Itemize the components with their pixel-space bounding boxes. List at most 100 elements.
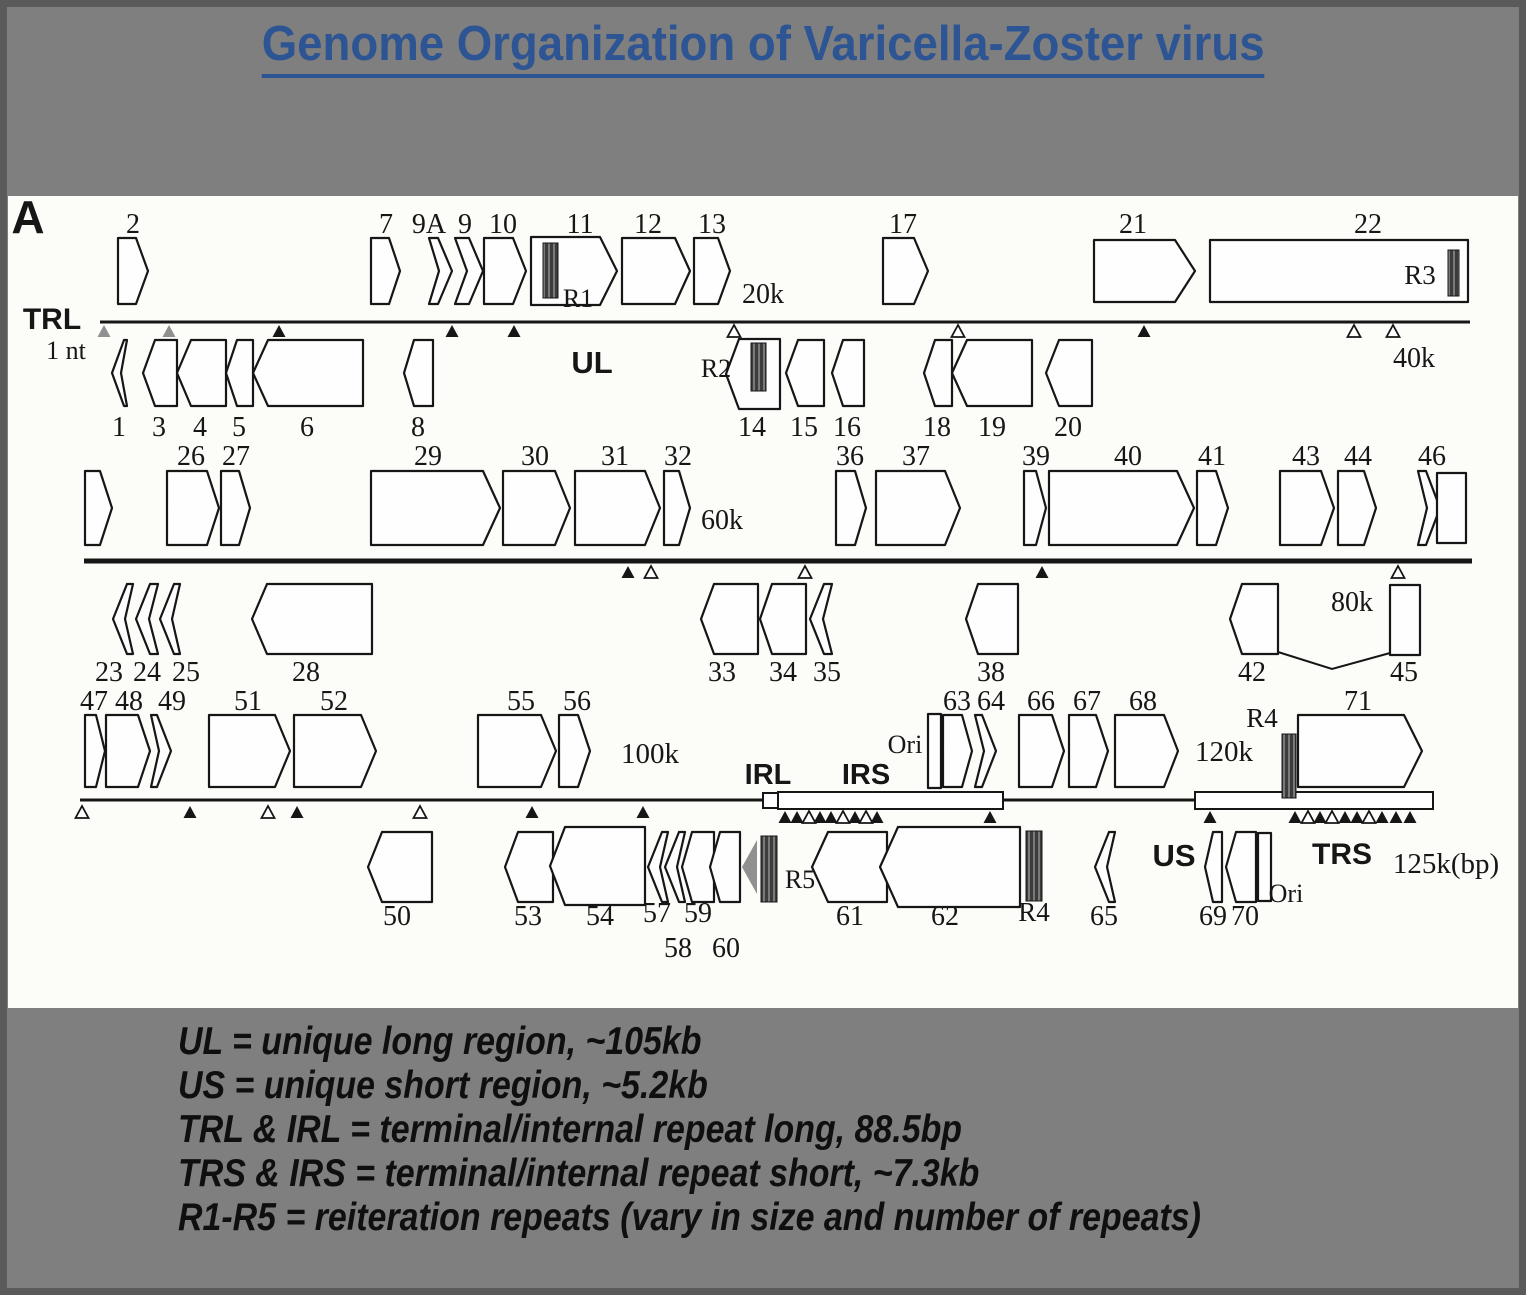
repeat-region-boxes — [762, 791, 1434, 810]
map-marker-triangle — [1323, 809, 1341, 824]
diagram-label: R4 — [1018, 897, 1050, 927]
map-marker-triangle — [73, 804, 91, 819]
gene-63 — [941, 713, 974, 789]
gene-3 — [141, 338, 179, 408]
gene-10 — [482, 236, 528, 306]
repeat-bar-R1 — [542, 242, 559, 299]
map-marker-triangle — [800, 809, 818, 824]
gene-49 — [149, 713, 173, 789]
diagram-label: UL — [571, 345, 612, 380]
diagram-label: 68 — [1129, 686, 1157, 717]
gene-64 — [973, 713, 998, 789]
diagram-label: 71 — [1344, 686, 1372, 717]
gene-70 — [1224, 830, 1258, 904]
map-marker-triangle — [162, 325, 176, 337]
diagram-label: 9 — [458, 209, 472, 240]
diagram-label: 70 — [1231, 901, 1259, 932]
diagram-label: Ori — [1269, 879, 1304, 908]
diagram-label: 39 — [1022, 441, 1050, 472]
diagram-label: TRL — [23, 303, 81, 336]
map-marker-triangle — [857, 809, 875, 824]
diagram-label: 53 — [514, 901, 542, 932]
map-marker-triangle — [725, 323, 743, 338]
diagram-label: US — [1152, 838, 1195, 873]
diagram-label: 12 — [634, 209, 662, 240]
diagram-label: 43 — [1292, 441, 1320, 472]
gene-56 — [557, 713, 592, 789]
gene-42 — [1228, 582, 1280, 656]
gene-62 — [878, 825, 1022, 909]
gene-25 — [158, 582, 182, 656]
map-marker-triangle — [621, 566, 635, 578]
diagram-label: 55 — [507, 686, 535, 717]
repeat-bar-R4 — [1281, 733, 1297, 799]
diagram-label: 54 — [586, 901, 614, 932]
diagram-label: 38 — [977, 657, 1005, 688]
map-marker-triangle — [1313, 811, 1327, 823]
diagram-label: 49 — [158, 686, 186, 717]
diagram-label: 9A — [412, 209, 447, 240]
diagram-label: 24 — [133, 657, 161, 688]
diagram-label: 47 — [80, 686, 108, 717]
diagram-label: 1 — [112, 412, 126, 443]
gene-36 — [834, 469, 868, 547]
diagram-label: 20 — [1054, 412, 1082, 443]
gene-30 — [501, 469, 572, 547]
gene-19 — [950, 338, 1034, 408]
genome-lines — [80, 320, 1472, 802]
diagram-label: 23 — [95, 657, 123, 688]
gene-15 — [784, 338, 826, 408]
map-marker-triangle — [834, 809, 852, 824]
diagram-label: 63 — [943, 686, 971, 717]
gene-40 — [1047, 469, 1196, 547]
map-marker-triangle — [507, 325, 521, 337]
map-marker-triangle — [183, 806, 197, 818]
gene-61 — [810, 830, 889, 904]
repeat-bar-R4 — [1025, 830, 1043, 902]
diagram-label: 26 — [177, 441, 205, 472]
map-marker-triangle — [290, 806, 304, 818]
gene-48 — [104, 713, 152, 789]
diagram-label: 3 — [152, 412, 166, 443]
diagram-label: 48 — [115, 686, 143, 717]
gene-18 — [922, 338, 954, 408]
diagram-label: 60 — [712, 933, 740, 964]
gene-38 — [964, 582, 1020, 656]
gene-shape — [926, 712, 943, 790]
gene-52 — [292, 713, 378, 789]
gene-2 — [116, 236, 150, 306]
diagram-label: 27 — [222, 441, 250, 472]
diagram-label: 67 — [1073, 686, 1101, 717]
diagram-label: 80k — [1331, 587, 1373, 618]
diagram-label: 20k — [742, 279, 784, 310]
gene-6 — [251, 338, 365, 408]
trs-box — [1194, 791, 1434, 810]
diagram-label: 30 — [521, 441, 549, 472]
gene-27 — [219, 469, 252, 547]
gene-55 — [476, 713, 558, 789]
gene-9 — [453, 236, 485, 306]
diagram-label: 29 — [414, 441, 442, 472]
diagram-label: 65 — [1090, 901, 1118, 932]
gene-17 — [881, 236, 930, 306]
map-marker-triangle — [813, 811, 827, 823]
diagram-label: 69 — [1199, 901, 1227, 932]
diagram-label: 36 — [836, 441, 864, 472]
diagram-label: 14 — [738, 412, 766, 443]
map-marker-triangle — [1338, 811, 1352, 823]
diagram-label: 7 — [379, 209, 393, 240]
gene-7 — [369, 236, 402, 306]
diagram-label: R1 — [563, 284, 593, 313]
gene-39 — [1022, 469, 1048, 547]
diagram-label: 125k(bp) — [1393, 848, 1499, 880]
diagram-label: 51 — [234, 686, 262, 717]
gene-22 — [1208, 238, 1470, 304]
diagram-label: 58 — [664, 933, 692, 964]
diagram-label: R3 — [1404, 260, 1436, 290]
map-marker-triangle — [778, 811, 792, 823]
diagram-label: 11 — [567, 209, 594, 240]
diagram-label: 120k — [1195, 736, 1254, 768]
diagram-label: 42 — [1238, 657, 1266, 688]
reiteration-repeat-bars — [542, 242, 1460, 903]
